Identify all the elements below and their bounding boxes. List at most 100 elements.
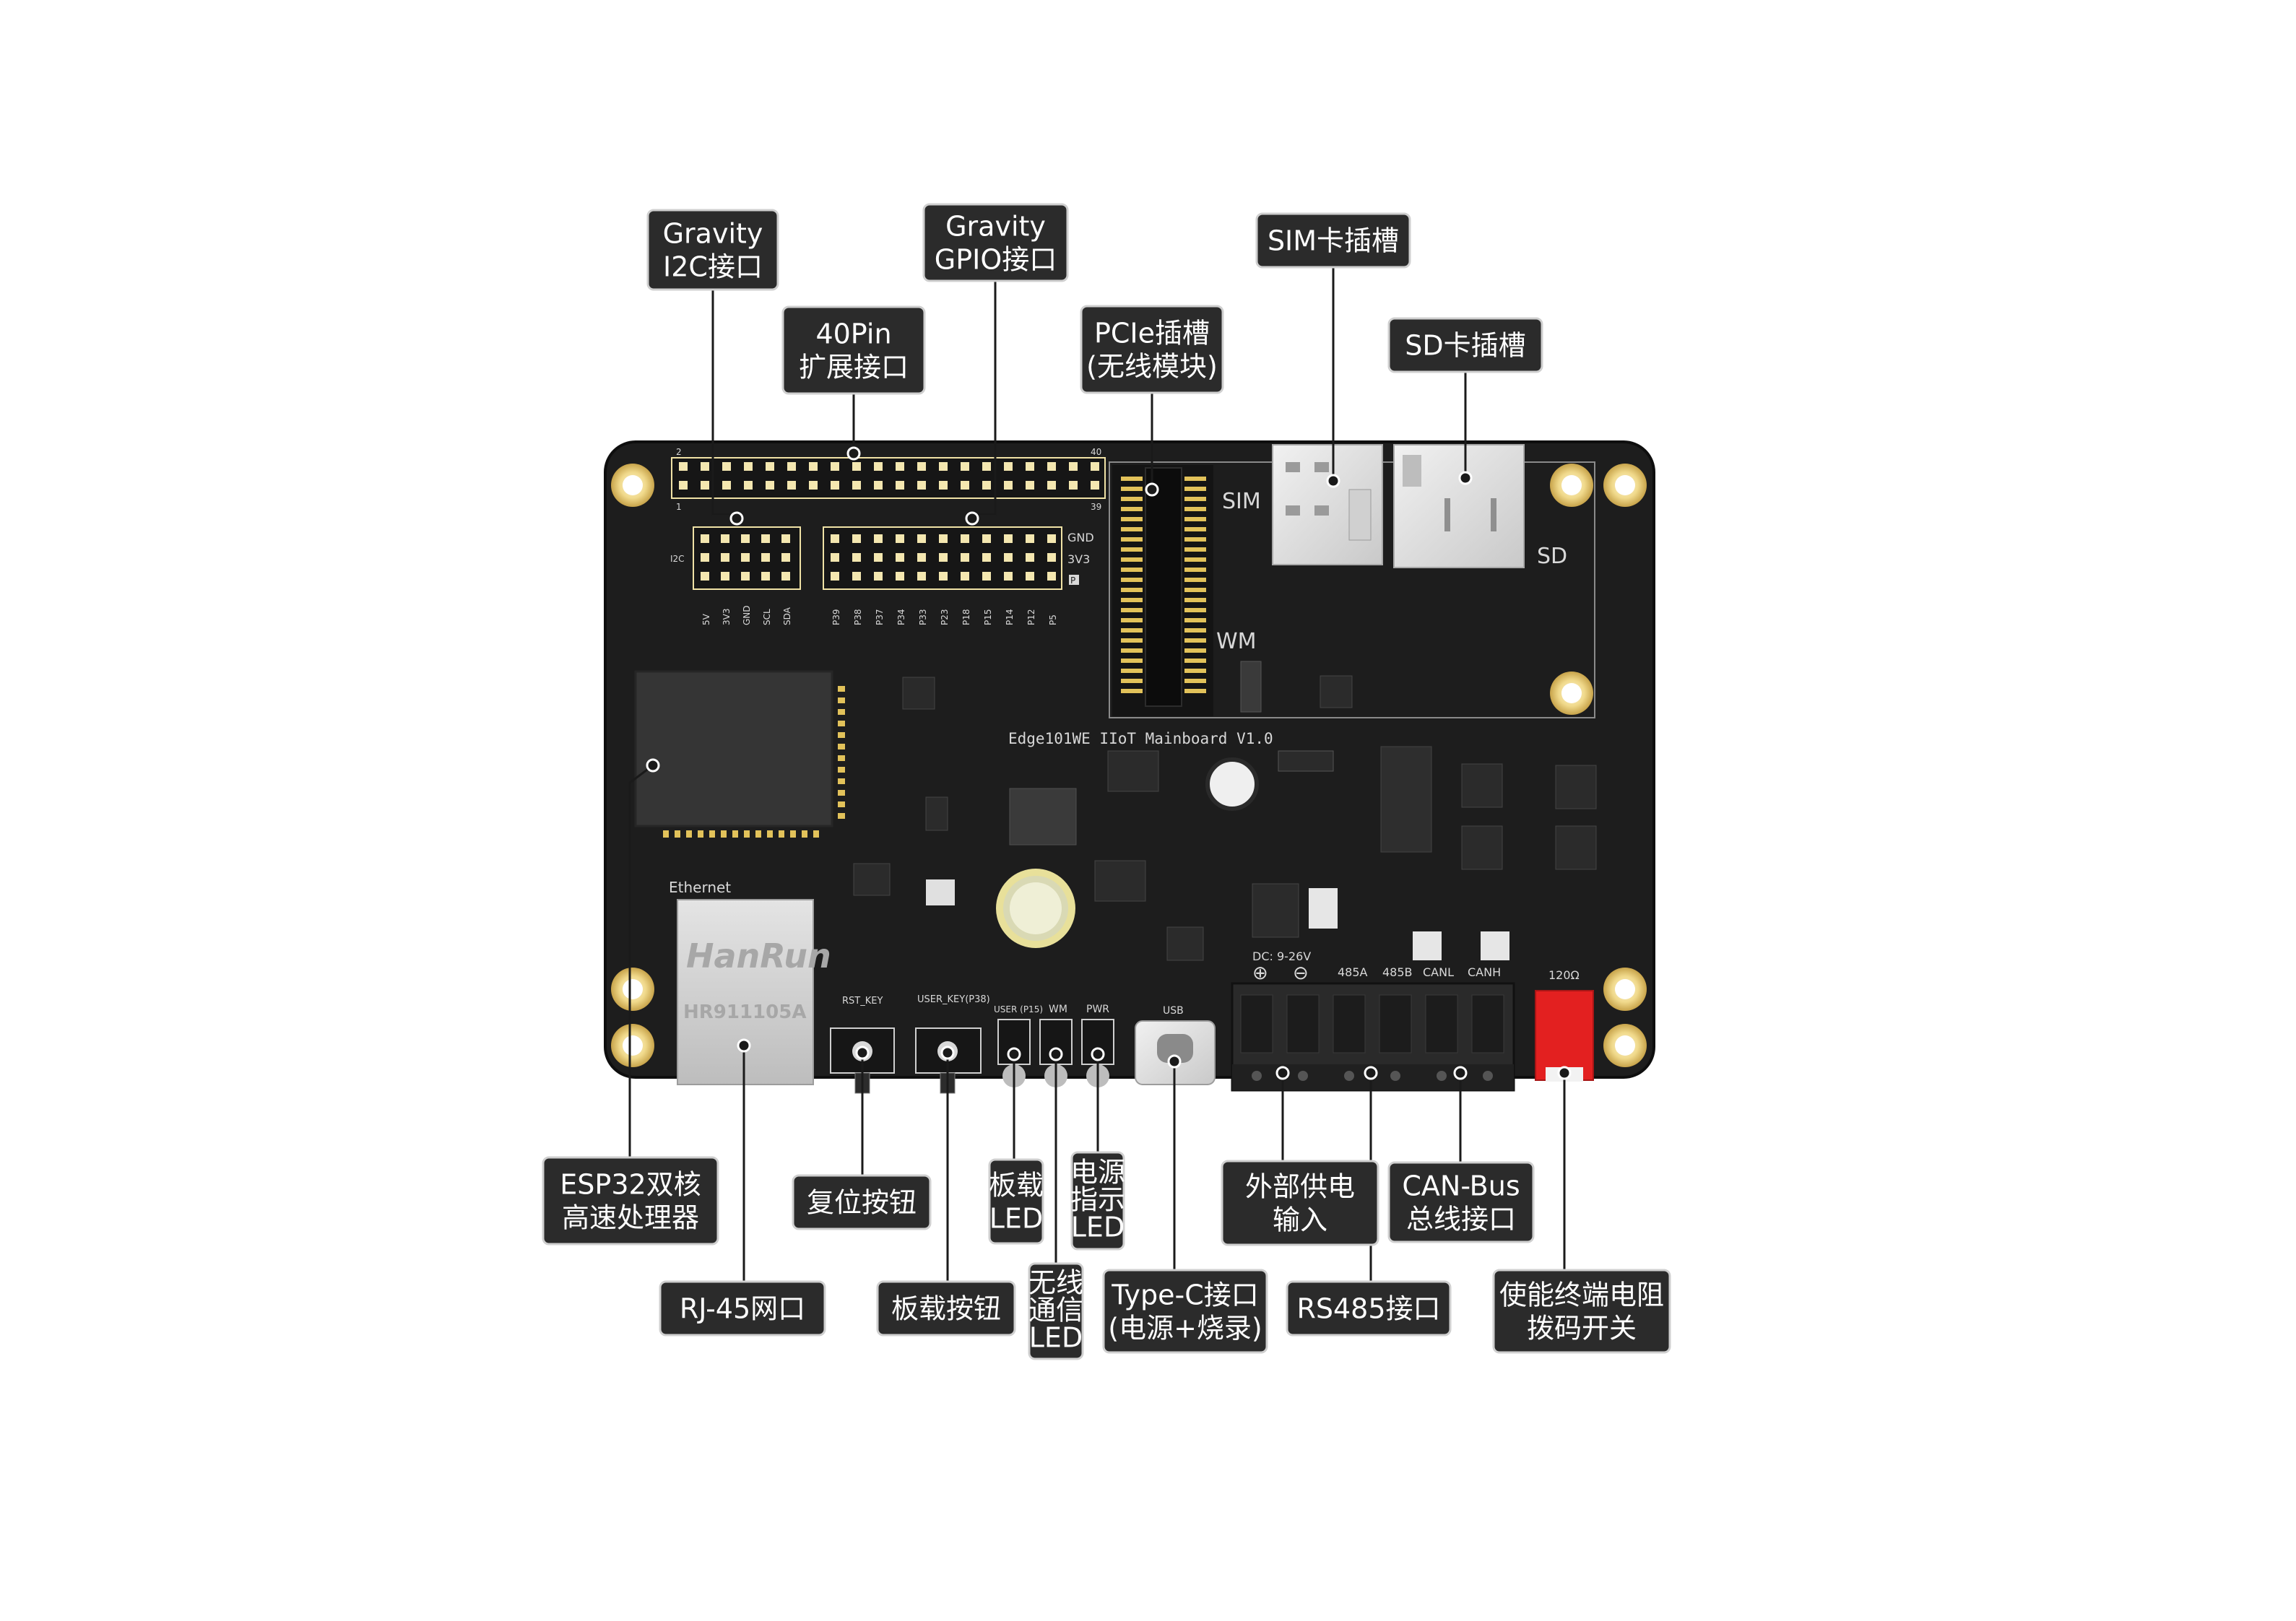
- ohm-120-label: 120Ω: [1548, 968, 1580, 982]
- callout-typec-dot: [1167, 1054, 1182, 1069]
- pcie-contact: [1184, 598, 1206, 602]
- mount-hole-mod1: [1550, 464, 1593, 507]
- callout-rs485-box: [1286, 1280, 1452, 1337]
- sd-slot: SD: [1393, 444, 1567, 569]
- callout-wm-led-box: [1028, 1262, 1084, 1360]
- terminal-screw: [1240, 994, 1273, 1053]
- gpio-pin: [831, 572, 839, 581]
- terminal-hole: [1483, 1071, 1493, 1081]
- callout-power-led-line-2: LED: [1071, 1212, 1125, 1243]
- gpio-pin-label: P39: [831, 609, 841, 625]
- pcie-contact: [1121, 568, 1143, 572]
- gpio-pin: [1047, 553, 1056, 562]
- gpio-pin: [1026, 534, 1034, 543]
- user-key-label: USER_KEY(P38): [917, 994, 990, 1005]
- header-pin: [982, 462, 991, 471]
- gpio-pin: [1004, 553, 1013, 562]
- esp32-pad: [779, 830, 784, 838]
- callout-sd-dot: [1458, 471, 1473, 485]
- header-pin: [679, 462, 688, 471]
- header-pin: [1047, 462, 1056, 471]
- pcie-contact: [1121, 679, 1143, 683]
- esp32-pad: [675, 830, 680, 838]
- callout-pcie-box: [1080, 305, 1224, 394]
- pcie-contact: [1184, 568, 1206, 572]
- callout-rj45-box: [659, 1280, 826, 1337]
- esp32-pad: [663, 830, 669, 838]
- callout-termination-switch-dot: [1557, 1066, 1572, 1080]
- dc-label: DC: 9-26V: [1252, 949, 1311, 963]
- i2c-pin-label: GND: [742, 605, 752, 625]
- esp32-pad: [838, 778, 845, 784]
- terminal-canh: CANH: [1468, 965, 1501, 979]
- gpio-pin: [831, 534, 839, 543]
- terminal-hole: [1298, 1071, 1308, 1081]
- callout-sd: SD卡插槽: [1387, 317, 1543, 373]
- header-pin: [787, 481, 796, 490]
- esp32-pad: [838, 697, 845, 703]
- gpio-pin: [1047, 534, 1056, 543]
- gpio-pin: [896, 534, 904, 543]
- header-pin: [896, 481, 904, 490]
- callout-rs485-line-0: RS485接口: [1296, 1293, 1440, 1325]
- esp32-pad: [767, 830, 773, 838]
- dc-minus: ⊖: [1293, 962, 1309, 984]
- header-pin: [701, 481, 709, 490]
- i2c-pin: [701, 534, 709, 543]
- i2c-pin-label: SCL: [762, 609, 772, 625]
- misc-components: [853, 661, 1597, 961]
- callout-sim-box: [1255, 212, 1411, 269]
- pcie-contact: [1121, 557, 1143, 562]
- pcie-contact: [1184, 679, 1206, 683]
- callout-power-led-line-0: 电源: [1070, 1157, 1125, 1188]
- callout-rs485-dot: [1364, 1066, 1378, 1080]
- callout-user-button-box: [876, 1280, 1016, 1337]
- i2c-pin: [761, 572, 770, 581]
- callout-pcie-dot: [1145, 482, 1159, 497]
- gpio-pin: [917, 572, 926, 581]
- esp32-pad: [838, 709, 845, 715]
- callout-termination-switch-line-1: 拨码开关: [1527, 1313, 1637, 1344]
- mount-hole-br: [1603, 1024, 1647, 1067]
- wm-silk-label: WM: [1216, 629, 1257, 654]
- callout-wm-led-line-1: 通信: [1028, 1295, 1083, 1326]
- esp32-module: [634, 670, 845, 838]
- callout-dc-input-box: [1221, 1160, 1379, 1246]
- pcie-contact: [1121, 598, 1143, 602]
- gpio-pin: [896, 572, 904, 581]
- gpio-pin-label: P18: [961, 609, 971, 625]
- rj45-model: HR911105A: [683, 1001, 806, 1023]
- i2c-silk-label: I2C: [670, 554, 685, 564]
- header-num-40: 40: [1091, 447, 1101, 457]
- gpio-pin-label: P14: [1005, 609, 1015, 625]
- esp32-pad: [838, 744, 845, 749]
- pcie-contact: [1184, 547, 1206, 552]
- pcie-contact: [1184, 537, 1206, 542]
- gpio-pin: [961, 534, 969, 543]
- callout-reset-button-dot: [855, 1046, 870, 1060]
- callout-esp32-box: [542, 1156, 719, 1246]
- gpio-pin: [939, 553, 948, 562]
- esp32-pad: [732, 830, 738, 838]
- esp32-pad: [838, 732, 845, 738]
- header-pin: [831, 462, 839, 471]
- callout-power-led-dot: [1091, 1047, 1105, 1061]
- header-pin: [766, 481, 774, 490]
- i2c-pin: [721, 534, 729, 543]
- callout-gravity-i2c-box: [646, 209, 779, 291]
- gpio-pin: [982, 534, 991, 543]
- rst-key-label: RST_KEY: [842, 996, 883, 1007]
- callout-gravity-i2c-line-0: Gravity: [663, 218, 763, 250]
- i2c-pin: [741, 534, 750, 543]
- header-pin: [874, 481, 883, 490]
- callout-typec: Type-C接口(电源+烧录): [1102, 1269, 1268, 1354]
- gpio-pin: [874, 572, 883, 581]
